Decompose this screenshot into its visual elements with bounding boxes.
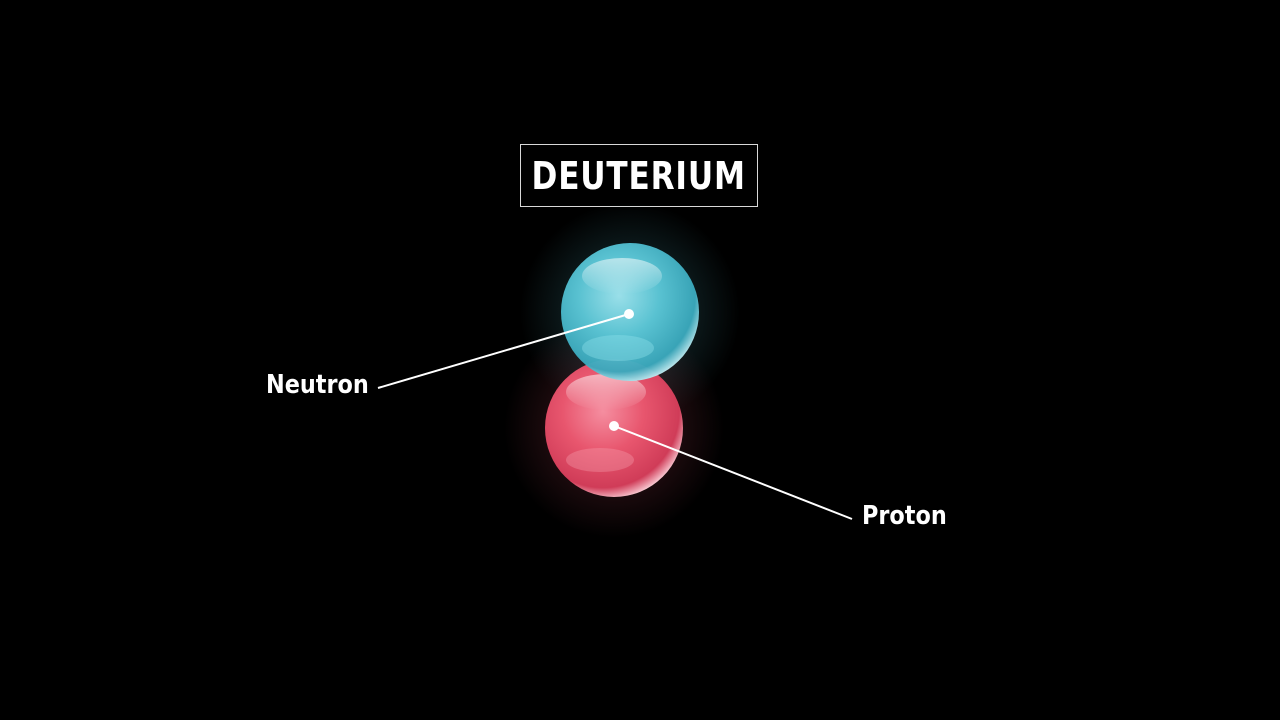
proton-pointer-dot — [609, 421, 619, 431]
proton-leader-line — [613, 425, 853, 520]
neutron-leader-line — [377, 313, 630, 389]
diagram-title: DEUTERIUM — [531, 153, 747, 198]
neutron-label: Neutron — [266, 370, 369, 400]
proton-label: Proton — [862, 501, 947, 531]
neutron-pointer-dot — [624, 309, 634, 319]
